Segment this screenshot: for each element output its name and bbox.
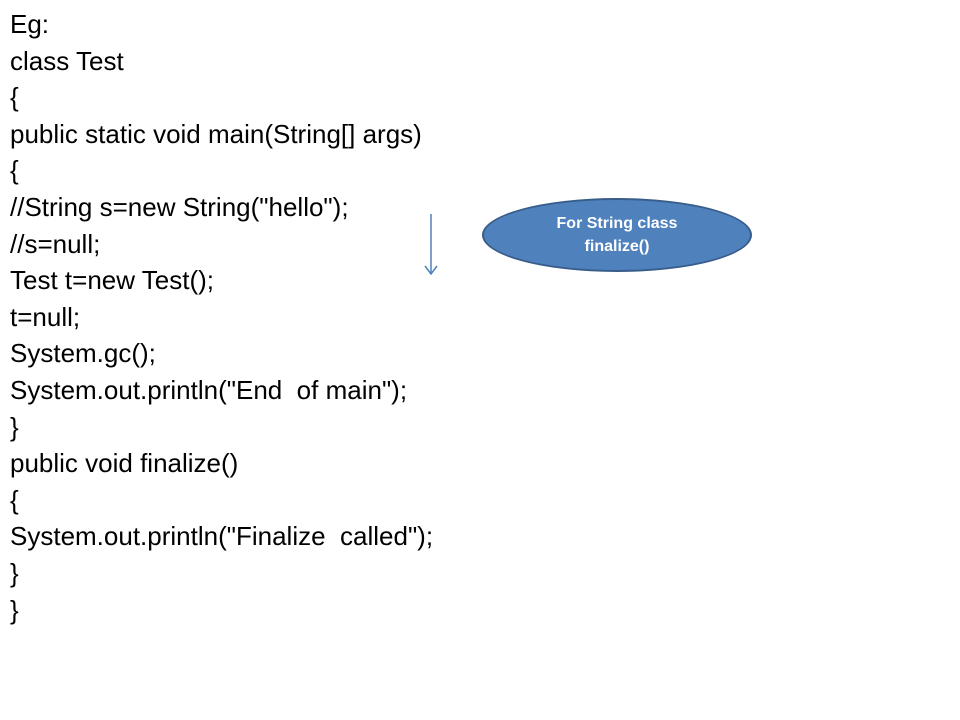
callout-ellipse: For String class finalize(): [482, 198, 752, 272]
callout-text: For String class finalize(): [556, 215, 678, 255]
code-line: t=null;: [10, 301, 81, 332]
code-line: //String s=new String("hello");: [10, 191, 349, 222]
code-line: Test t=new Test();: [10, 265, 214, 296]
code-line: System.out.println("End of main");: [10, 374, 408, 405]
code-line: System.gc();: [10, 338, 156, 369]
code-block: Eg: class Test { public static void main(St…: [10, 6, 433, 628]
arrow-down-icon: [424, 214, 438, 276]
code-line: Eg:: [10, 9, 50, 39]
code-line: //s=null;: [10, 228, 101, 259]
code-line: class Test: [10, 45, 124, 76]
code-line: {: [10, 155, 19, 186]
code-line: }: [10, 557, 19, 588]
code-line: {: [10, 82, 19, 113]
code-line: }: [10, 594, 19, 625]
code-line: System.out.println("Finalize called");: [10, 521, 434, 552]
code-line: {: [10, 484, 19, 515]
code-line: public void finalize(): [10, 448, 239, 479]
code-line: }: [10, 411, 19, 442]
code-line: public static void main(String[] args): [10, 118, 422, 149]
